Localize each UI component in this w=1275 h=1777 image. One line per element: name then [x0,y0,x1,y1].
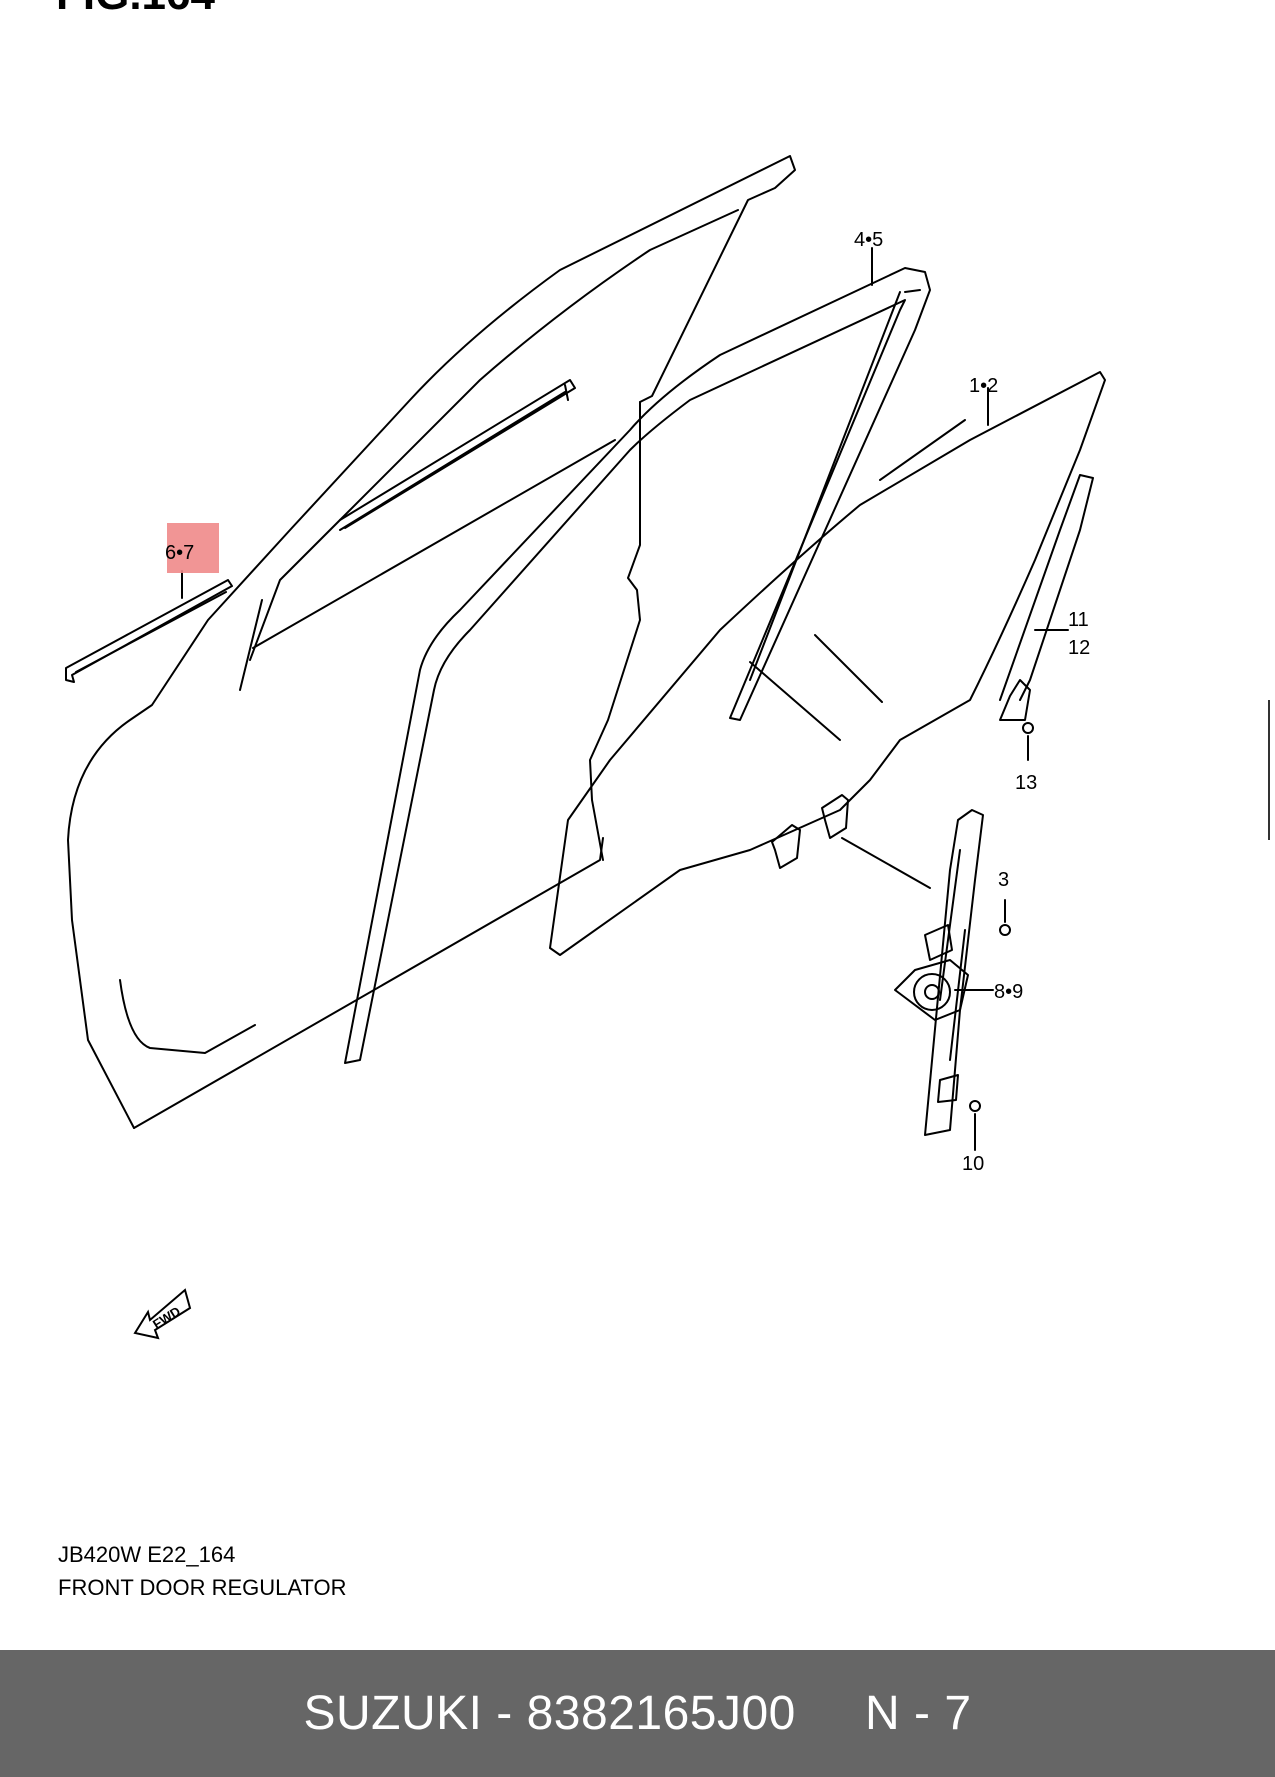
callout-1-2: 1•2 [969,375,998,397]
callout-13: 13 [1015,772,1037,794]
footer-bar: SUZUKI - 8382165J00 N - 7 [0,1650,1275,1777]
diagram-description: FRONT DOOR REGULATOR [58,1575,347,1600]
door-lower-edge [133,837,604,1129]
fwd-arrow-icon: FWD [133,1288,192,1340]
outer-weatherstrip-part [65,579,233,683]
callout-6-7: 6•7 [165,542,194,564]
glass-bracket-right [821,794,849,839]
glass-bracket-left [771,824,801,869]
callout-11: 11 [1068,609,1089,631]
door-belt-line [252,439,616,649]
callout-8-9: 8•9 [994,981,1023,1003]
callout-4-5: 4•5 [854,229,883,251]
diagram-code: JB420W E22_164 [58,1542,236,1567]
door-glass-part [549,371,1106,956]
bolt-3 [999,924,1011,936]
window-regulator [924,809,984,1136]
bolt-10 [969,1100,981,1112]
rear-run-channel [999,474,1094,701]
adjacent-page-edge [1268,700,1275,840]
figure-title: FIG.164 [56,0,215,20]
door-bottom-inner [119,979,256,1054]
door-frame-inner-2 [239,599,263,691]
part-number-label: SUZUKI - 8382165J00 N - 7 [303,1687,972,1740]
highlight-box [167,523,219,573]
door-panel-outline [67,155,796,1129]
inner-belt-strip [339,379,576,529]
diagram-linework [65,155,1106,1151]
door-rear-edge [589,401,641,861]
exploded-parts-diagram: 4•5 1•2 6•7 11 12 13 3 8•9 10 FWD [65,155,1106,1340]
callout-3: 3 [998,869,1009,891]
callout-12: 12 [1068,637,1090,659]
bolt-13 [1022,722,1034,734]
door-sash-channel [344,267,931,1064]
door-frame-inner [249,209,739,661]
callout-10: 10 [962,1153,984,1175]
